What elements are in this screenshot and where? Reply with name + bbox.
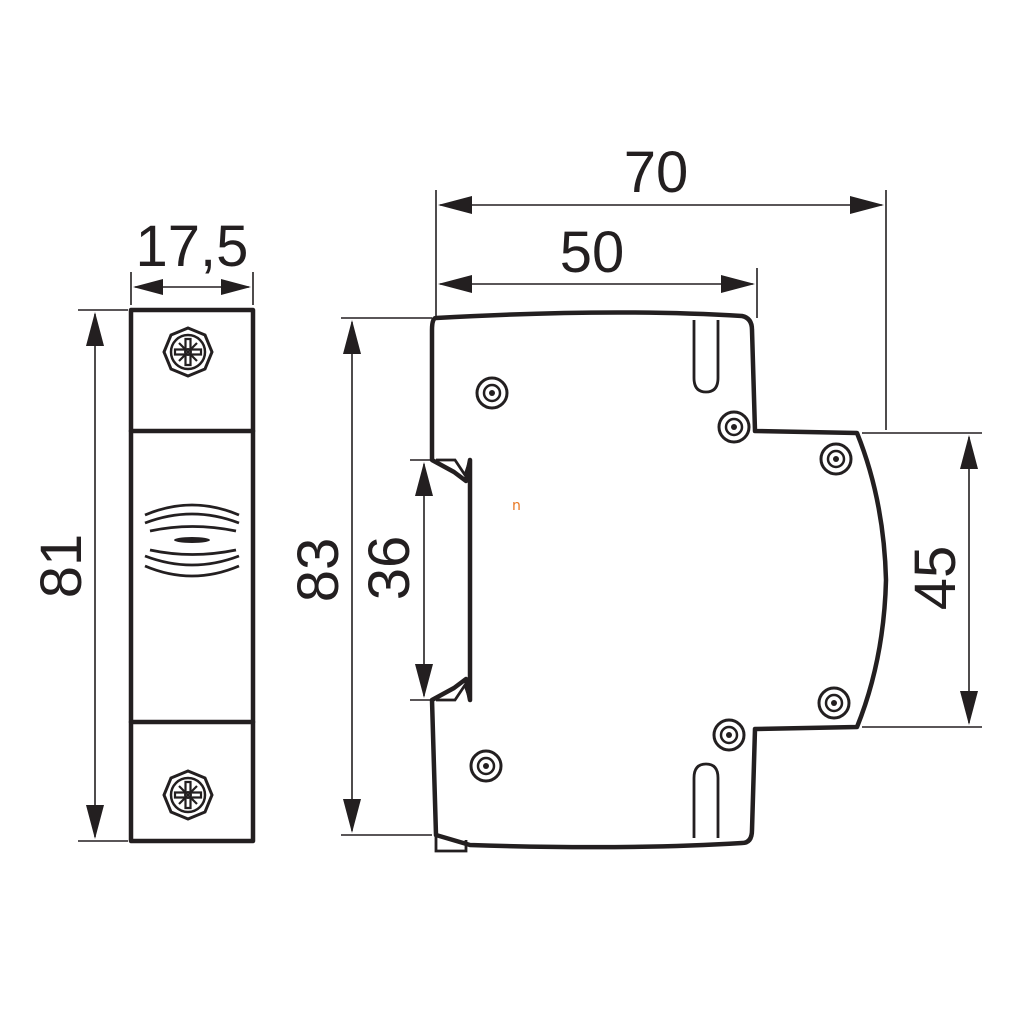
rivet-icon — [717, 410, 751, 444]
rivet-icon — [475, 376, 509, 410]
din-clip-top — [436, 458, 472, 479]
dimension-din-rail: 36 — [357, 459, 434, 701]
rivet-icon — [819, 442, 853, 476]
screw-terminal-icon — [162, 326, 214, 378]
dimension-side-total-width: 70 — [435, 140, 887, 430]
dimension-side-height: 83 — [286, 317, 432, 836]
slot-bottom — [692, 762, 720, 838]
rivet-icon — [817, 686, 851, 720]
dimension-label-front-width: 17,5 — [136, 214, 249, 279]
dimension-label-front-face: 45 — [903, 546, 968, 611]
din-clip-bottom — [436, 681, 472, 702]
front-body-outline — [128, 307, 256, 844]
mounting-clip-icon — [144, 503, 240, 578]
watermark-text: n — [512, 498, 521, 514]
screw-terminal-icon — [162, 769, 214, 821]
dimension-front-face: 45 — [862, 432, 982, 728]
dimension-label-front-height: 81 — [29, 534, 94, 599]
dimension-label-din-rail: 36 — [357, 536, 422, 601]
front-view: 17,5 81 — [29, 214, 256, 844]
dimension-label-side-height: 83 — [286, 538, 351, 603]
slot-top — [692, 320, 720, 394]
side-body-outline — [429, 310, 889, 850]
dimension-label-side-front-width: 50 — [560, 220, 625, 285]
rivet-icon — [469, 749, 503, 783]
dimension-side-front-width: 50 — [438, 220, 758, 318]
dimension-front-width: 17,5 — [130, 214, 254, 305]
rivet-icon — [712, 718, 746, 752]
dimension-label-side-total-width: 70 — [624, 140, 689, 205]
bottom-latch — [434, 835, 468, 853]
side-view: 70 50 83 36 — [286, 140, 982, 853]
dimension-front-height: 81 — [29, 309, 128, 842]
